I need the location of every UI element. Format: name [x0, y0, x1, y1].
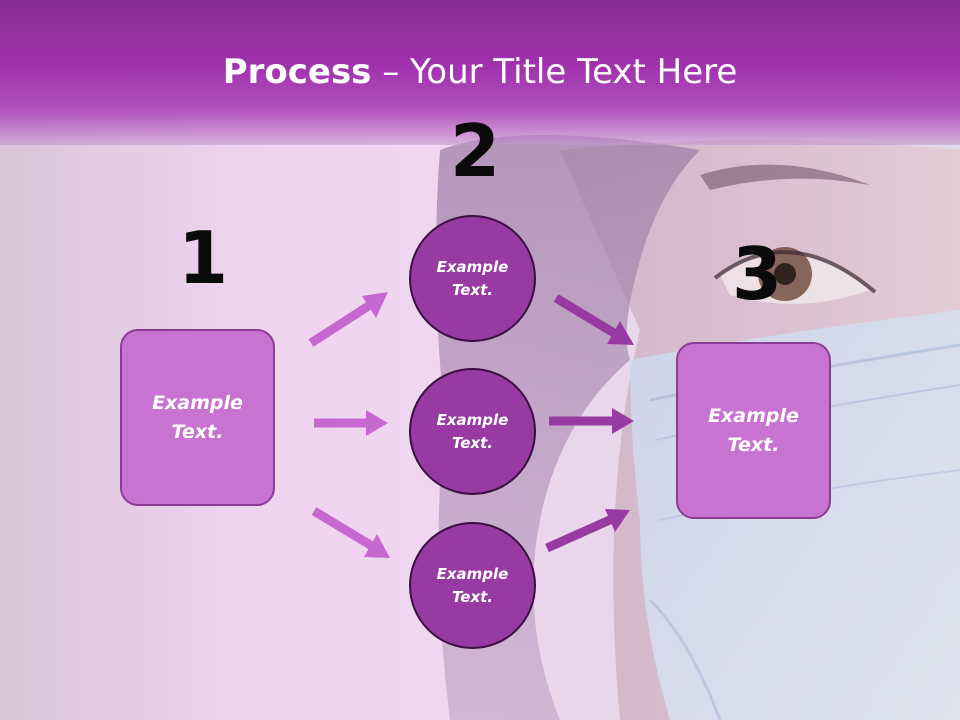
circle-bottom-line2: Text.	[451, 587, 493, 606]
step-number-1: 1	[178, 216, 229, 300]
step-number-2: 2	[450, 109, 501, 193]
step-1-box-line1: Example	[152, 391, 243, 414]
step-number-3: 3	[732, 232, 783, 316]
circle-middle-line1: Example	[436, 410, 509, 429]
step-2-circle-bottom[interactable]: Example Text.	[409, 522, 536, 649]
circle-middle-line2: Text.	[451, 433, 493, 452]
arrow-right-up	[545, 509, 630, 553]
circle-top-line2: Text.	[451, 280, 493, 299]
arrow-left-up	[308, 292, 388, 347]
step-1-box-line2: Text.	[171, 420, 224, 443]
circle-bottom-line1: Example	[436, 564, 509, 583]
arrow-left-down	[311, 507, 390, 558]
step-3-box-line1: Example	[708, 404, 799, 427]
title-band	[0, 0, 960, 145]
step-2-circle-middle[interactable]: Example Text.	[409, 368, 536, 495]
step-3-box[interactable]: Example Text.	[676, 342, 831, 519]
step-1-box[interactable]: Example Text.	[120, 329, 275, 506]
arrow-right-mid	[549, 408, 634, 434]
title-rest: – Your Title Text Here	[371, 52, 738, 92]
circle-top-line1: Example	[436, 257, 509, 276]
title-bold: Process	[222, 52, 372, 92]
arrow-left-mid	[314, 410, 388, 436]
arrow-right-down	[553, 294, 634, 345]
slide-title: Process – Your Title Text Here	[0, 52, 960, 92]
step-2-circle-top[interactable]: Example Text.	[409, 215, 536, 342]
step-3-box-line2: Text.	[727, 433, 780, 456]
